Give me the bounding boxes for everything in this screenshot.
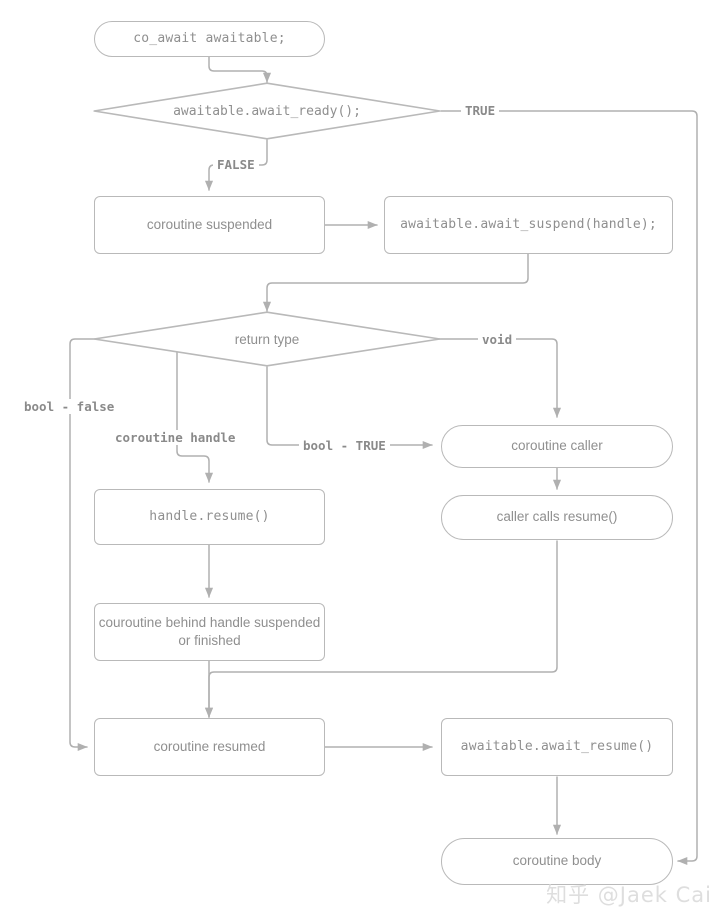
- node-caller-calls-resume[interactable]: caller calls resume(): [441, 495, 673, 540]
- node-handle-resume-label: handle.resume(): [149, 509, 270, 525]
- node-coroutine-caller-label: coroutine caller: [511, 438, 603, 454]
- node-co-await[interactable]: co_await awaitable;: [94, 21, 325, 57]
- edge-label-bool-false: bool - false: [20, 399, 119, 414]
- edge-returntype-bool-false: [69, 338, 114, 752]
- node-coroutine-resumed[interactable]: coroutine resumed: [94, 718, 325, 776]
- edge-returntype-void: [420, 338, 562, 418]
- node-await-resume[interactable]: awaitable.await_resume(): [441, 718, 673, 776]
- node-coroutine-body[interactable]: coroutine body: [441, 838, 673, 885]
- edge-coawait-to-awaitready: [208, 56, 272, 83]
- node-coroutine-caller[interactable]: coroutine caller: [441, 425, 673, 468]
- edge-label-true: TRUE: [461, 103, 500, 118]
- node-co-await-label: co_await awaitable;: [133, 31, 286, 47]
- edge-label-coroutine-handle: coroutine handle: [111, 430, 240, 445]
- edge-label-false: FALSE: [213, 157, 259, 172]
- node-coroutine-body-label: coroutine body: [512, 853, 602, 869]
- node-coroutine-suspended[interactable]: coroutine suspended: [94, 196, 325, 254]
- node-return-type[interactable]: return type: [93, 311, 441, 367]
- edge-label-void: void: [478, 332, 517, 347]
- edge-awaitready-true: [440, 110, 698, 866]
- node-behind-handle-line2: or finished: [178, 633, 241, 648]
- edge-returntype-bool-true: [266, 366, 433, 450]
- node-behind-handle-line1: couroutine behind handle suspended: [98, 614, 321, 630]
- node-caller-calls-resume-label: caller calls resume(): [496, 509, 618, 525]
- node-handle-resume[interactable]: handle.resume(): [94, 489, 325, 545]
- watermark: 知乎 @Jaek Cai: [546, 883, 712, 907]
- edge-returntype-coroutine-handle: [176, 344, 214, 483]
- edge-awaitsuspend-to-returntype: [262, 253, 529, 312]
- edge-label-bool-true: bool - TRUE: [299, 438, 390, 453]
- node-await-suspend[interactable]: awaitable.await_suspend(handle);: [384, 196, 673, 254]
- node-await-resume-label: awaitable.await_resume(): [460, 739, 654, 755]
- node-coroutine-suspended-label: coroutine suspended: [146, 216, 273, 232]
- node-await-ready[interactable]: awaitable.await_ready();: [93, 82, 441, 140]
- node-coroutine-resumed-label: coroutine resumed: [153, 738, 266, 754]
- node-await-suspend-label: awaitable.await_suspend(handle);: [400, 217, 657, 233]
- node-behind-handle[interactable]: couroutine behind handle suspended or fi…: [94, 603, 325, 661]
